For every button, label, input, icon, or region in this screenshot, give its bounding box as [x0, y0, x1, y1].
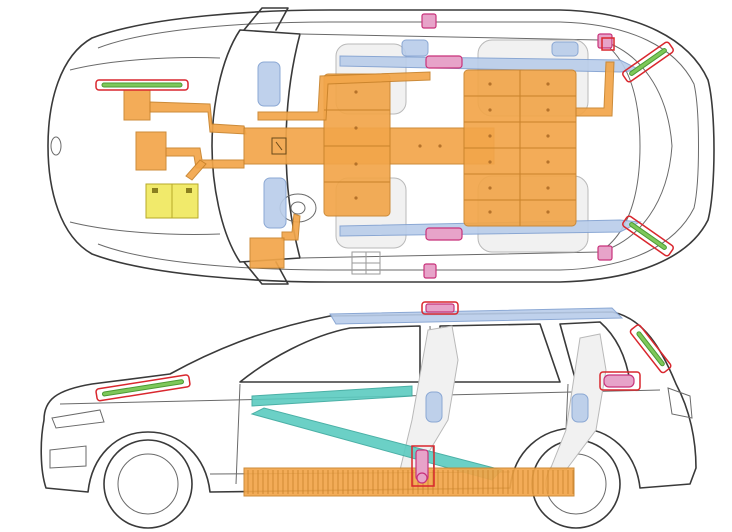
battery-cell-lines [324, 70, 576, 226]
side-front-antenna [95, 374, 191, 402]
steering-hub [290, 201, 306, 215]
upper-cable-run [257, 71, 431, 121]
battery-cell-dots [354, 82, 550, 214]
front-cable-run-lower [165, 147, 245, 169]
fuse-link [185, 159, 207, 181]
b-pillar-sensor-frame [411, 445, 435, 487]
hood-line-left [69, 57, 221, 71]
b-pillar-sensor-bottom [425, 227, 463, 241]
c-pillar-pad-top [551, 41, 579, 57]
side-rear-antenna [629, 324, 672, 374]
side-roof-sensor [425, 303, 455, 313]
front-wheel-rim [117, 453, 179, 515]
rear-sensor [603, 374, 635, 388]
side-roof-sensor-frame [421, 301, 459, 315]
hood-line-right [69, 221, 221, 235]
b-pillar-sensor-top [425, 55, 463, 69]
side-view-body-outline [40, 311, 697, 493]
a-pillar-pad-top [257, 61, 281, 107]
upper-door-bar [251, 385, 413, 407]
front-antenna [101, 82, 183, 88]
front-module-upper [123, 89, 151, 121]
c-pillar-sensor-bottom [597, 245, 613, 261]
front-corner-module [249, 237, 285, 269]
window-grid-icon [351, 251, 381, 275]
battery-12v-terminal-b [186, 188, 192, 193]
front-badge [50, 136, 62, 156]
rear-sensor-frame [599, 371, 641, 391]
top-view-car [47, 7, 715, 285]
rear-cable-run [575, 61, 615, 117]
c-pillar-sensor-top [597, 33, 613, 49]
mirror-right [243, 261, 289, 285]
top-view-inner-line [97, 21, 699, 271]
side-front-window [239, 325, 421, 383]
battery-12v-terminal-a [152, 188, 158, 193]
front-grille [49, 445, 87, 469]
roof-sensor-top [421, 13, 437, 29]
roof-rail-top [339, 55, 642, 73]
rear-antenna-bottom [622, 215, 674, 257]
side-front-seat-pad [425, 391, 443, 423]
tunnel-connector [271, 137, 287, 155]
windshield [211, 29, 301, 263]
side-rear-window [439, 323, 561, 383]
front-wheel [103, 439, 193, 529]
front-antenna-frame [95, 79, 189, 91]
roof-outline [299, 33, 641, 259]
sill-battery-strip [243, 467, 575, 497]
b-pillar-pad-top [401, 39, 429, 57]
b-pillar-sensor-knob [416, 472, 428, 484]
side-rear-seat-pad [571, 393, 589, 423]
side-roof-rail [329, 307, 624, 325]
headlight [51, 409, 105, 429]
battery-front-block [323, 73, 391, 217]
mirror-left [243, 7, 289, 31]
a-pillar-pad-bottom [263, 177, 287, 229]
rear-antenna-top [622, 41, 674, 83]
top-view-body-outline [47, 9, 715, 283]
roof-sensor-bottom [423, 263, 437, 279]
front-cable-run [149, 101, 247, 135]
sill-strip-ribs [247, 470, 574, 494]
roof-sensor-frame [601, 37, 615, 51]
tail-light [667, 387, 693, 419]
front-door-line [235, 383, 241, 485]
side-view-car [40, 301, 697, 529]
front-module-lower [135, 131, 167, 171]
